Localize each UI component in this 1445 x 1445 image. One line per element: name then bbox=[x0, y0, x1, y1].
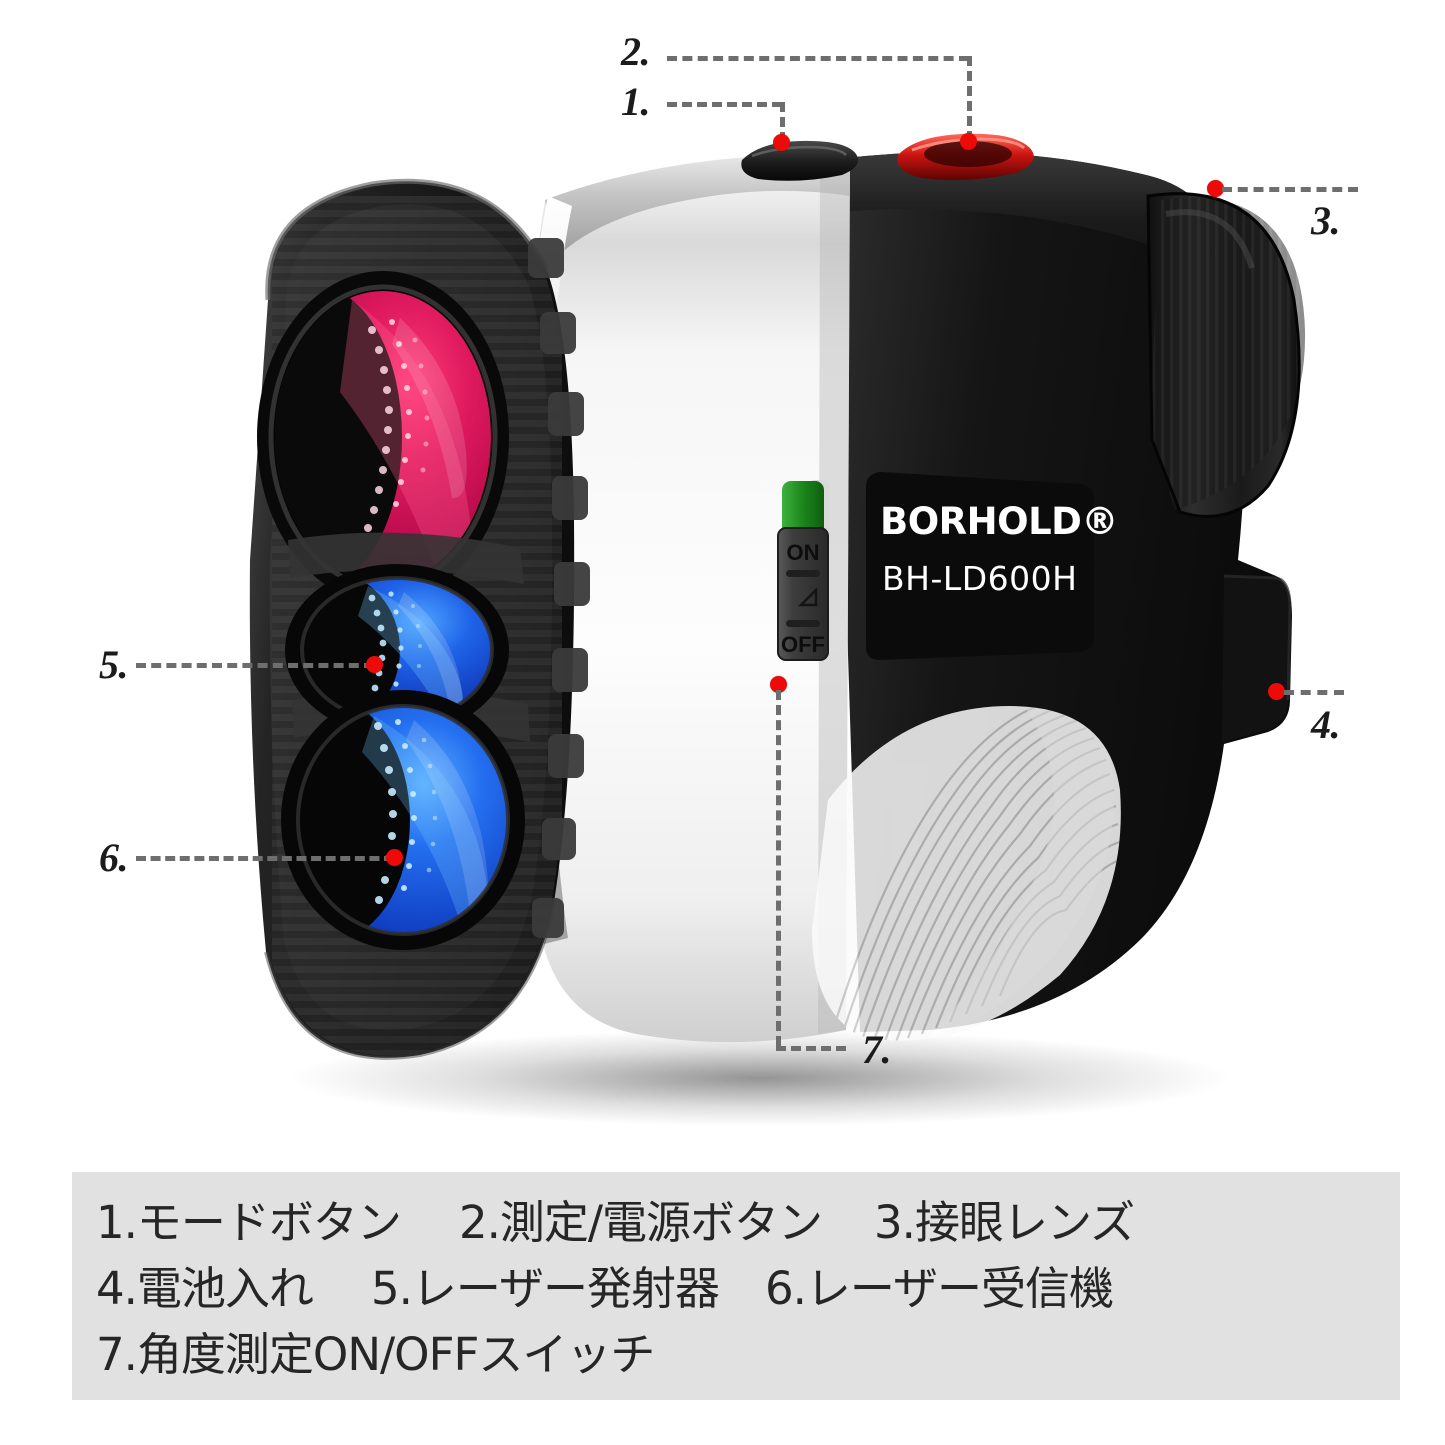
top-deck bbox=[845, 152, 1238, 282]
callout-dot-7 bbox=[770, 676, 787, 693]
callout-label-4: 4. bbox=[1311, 702, 1341, 747]
callout-dot-5 bbox=[366, 656, 383, 673]
callout-dot-2 bbox=[960, 133, 977, 150]
callout-label-2: 2. bbox=[621, 29, 651, 74]
laser-receiver bbox=[281, 690, 525, 950]
legend-row-3: 7.角度測定ON/OFFスイッチ bbox=[96, 1322, 1400, 1388]
eyepiece-lens bbox=[1146, 192, 1306, 518]
callout-dot-4 bbox=[1268, 683, 1285, 700]
callout-leader-5-h bbox=[136, 663, 374, 668]
callout-label-7: 7. bbox=[862, 1027, 892, 1072]
legend-caption-panel: 1.モードボタン 2.測定/電源ボタン 3.接眼レンズ 4.電池入れ 5.レーザ… bbox=[72, 1172, 1400, 1400]
laser-emitter bbox=[285, 564, 509, 736]
battery-compartment bbox=[1222, 576, 1290, 742]
legend-row-2: 4.電池入れ 5.レーザー発射器 6.レーザー受信機 bbox=[96, 1256, 1400, 1322]
legend-item-3: 3.接眼レンズ bbox=[874, 1196, 1135, 1249]
mode-button[interactable] bbox=[741, 140, 859, 181]
callout-leader-1-v bbox=[780, 102, 785, 142]
legend-row-1: 1.モードボタン 2.測定/電源ボタン 3.接眼レンズ bbox=[96, 1190, 1400, 1256]
callout-label-6: 6. bbox=[99, 835, 129, 880]
white-body bbox=[521, 154, 850, 1043]
legend-item-6: 6.レーザー受信機 bbox=[764, 1262, 1114, 1315]
callout-leader-7-h bbox=[776, 1046, 846, 1051]
callout-leader-7-v bbox=[776, 690, 781, 1046]
brand-label-plate: BORHOLD® BH-LD600H bbox=[866, 472, 1118, 660]
angle-on-off-switch[interactable]: ON OFF bbox=[777, 480, 830, 661]
bezel-grip-bumps bbox=[528, 238, 590, 938]
brand-name: BORHOLD® bbox=[880, 500, 1118, 543]
callout-leader-2-v bbox=[967, 56, 972, 141]
callout-label-5: 5. bbox=[99, 642, 129, 687]
objective-lens bbox=[257, 271, 509, 603]
callout-leader-6-h bbox=[136, 856, 394, 861]
switch-off-label: OFF bbox=[781, 632, 825, 657]
angle-measure-icon bbox=[798, 587, 818, 607]
callout-leader-1-h bbox=[667, 102, 782, 107]
bezel-divider bbox=[288, 532, 524, 584]
rangefinder-product-image: ON OFF BORHOLD® BH-LD600H bbox=[249, 133, 1306, 1126]
callout-label-3: 3. bbox=[1311, 198, 1341, 243]
legend-item-1: 1.モードボタン bbox=[96, 1196, 402, 1249]
callout-leader-3-h bbox=[1222, 187, 1358, 192]
drop-shadow bbox=[290, 1030, 1230, 1126]
switch-on-label: ON bbox=[787, 540, 820, 565]
callout-leader-4-h bbox=[1284, 690, 1344, 695]
legend-item-4: 4.電池入れ bbox=[96, 1262, 314, 1315]
model-number: BH-LD600H bbox=[882, 559, 1077, 598]
legend-item-2: 2.測定/電源ボタン bbox=[458, 1196, 823, 1249]
callout-leader-2-h bbox=[667, 56, 969, 61]
measure-power-button[interactable] bbox=[897, 133, 1034, 181]
callout-dot-6 bbox=[386, 849, 403, 866]
callout-dot-3 bbox=[1207, 180, 1224, 197]
callout-label-1: 1. bbox=[621, 79, 651, 124]
callout-dot-1 bbox=[773, 134, 790, 151]
legend-item-7: 7.角度測定ON/OFFスイッチ bbox=[96, 1328, 655, 1381]
legend-item-5: 5.レーザー発射器 bbox=[370, 1262, 720, 1315]
